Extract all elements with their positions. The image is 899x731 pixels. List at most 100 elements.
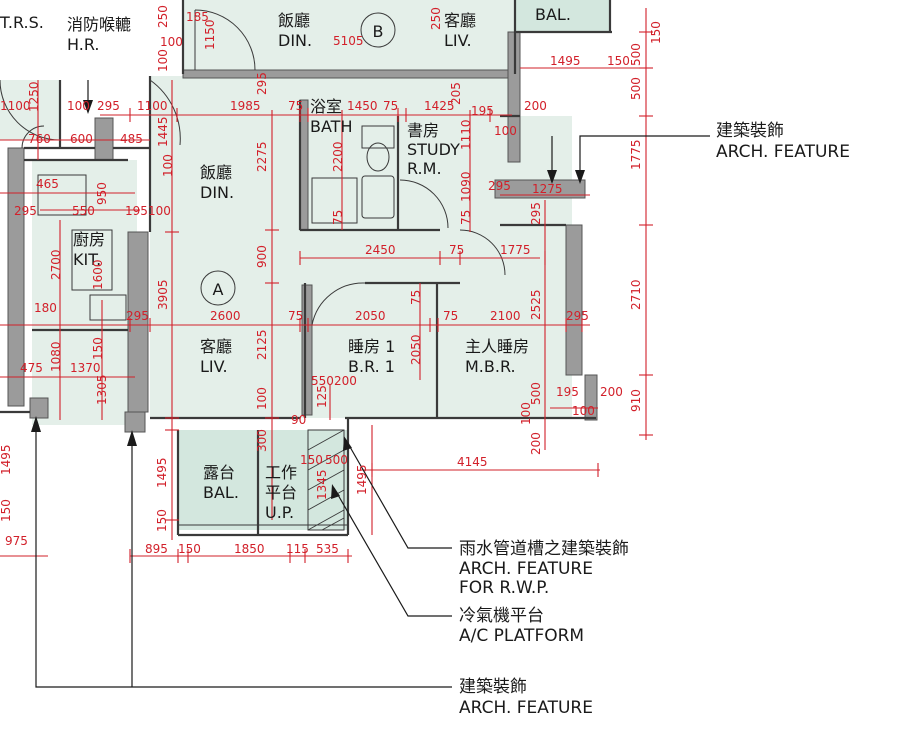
ac-en: A/C PLATFORM bbox=[459, 626, 584, 646]
dim-3905: 3905 bbox=[156, 279, 170, 310]
dim-100-d: 100 bbox=[67, 99, 90, 113]
ac-zh: 冷氣機平台 bbox=[459, 606, 544, 626]
fill-left-upper bbox=[0, 80, 60, 140]
dim-1100: 1100 bbox=[137, 99, 168, 113]
rwp-en-1: ARCH. FEATURE bbox=[459, 559, 593, 579]
dim-1495-l: 1495 bbox=[0, 444, 13, 475]
dim-2100: 2100 bbox=[490, 309, 521, 323]
dim-250: 250 bbox=[156, 5, 170, 28]
dim-295-d: 295 bbox=[529, 202, 543, 225]
dim-90: 90 bbox=[291, 413, 306, 427]
dim-295-a: 295 bbox=[97, 99, 120, 113]
fill-mbr-ext bbox=[437, 196, 572, 418]
arch-bottom-zh: 建築裝飾 bbox=[459, 677, 527, 697]
bath-zh: 浴室 bbox=[310, 97, 342, 116]
dim-100-c: 100 bbox=[494, 124, 517, 138]
up-zh-2: 平台 bbox=[265, 483, 297, 502]
top-din-en: DIN. bbox=[278, 31, 312, 50]
br1-zh: 睡房 1 bbox=[348, 337, 395, 356]
dim-2125: 2125 bbox=[255, 329, 269, 360]
dim-200-d: 200 bbox=[529, 432, 543, 455]
dim-1275: 1275 bbox=[532, 182, 563, 196]
room-labels: 飯廳 DIN. 客廳 LIV. BAL. 消防喉轆 H.R. T.R.S. 浴室… bbox=[0, 5, 571, 522]
dim-150-b: 150 bbox=[300, 453, 323, 467]
dim-75-a: 75 bbox=[288, 99, 303, 113]
marker-b-circle bbox=[360, 12, 396, 48]
rwp-zh: 雨水管道槽之建築裝飾 bbox=[459, 539, 629, 559]
dim-465: 465 bbox=[36, 177, 59, 191]
dim-100-b: 100 bbox=[156, 49, 170, 72]
dim-2600: 2600 bbox=[210, 309, 241, 323]
basin bbox=[361, 125, 395, 149]
marker-b: B bbox=[373, 22, 384, 41]
dim-1370: 1370 bbox=[70, 361, 101, 375]
dim-2275: 2275 bbox=[255, 141, 269, 172]
up-en: U.P. bbox=[265, 503, 294, 522]
dim-1100-l: 1100 bbox=[0, 99, 31, 113]
dim-2700: 2700 bbox=[49, 249, 63, 280]
dim-200-c: 200 bbox=[600, 385, 623, 399]
dim-535: 535 bbox=[316, 542, 339, 556]
dim-1775: 1775 bbox=[500, 243, 531, 257]
dim-150-d: 150 bbox=[0, 499, 13, 522]
dim-1305: 1305 bbox=[95, 374, 109, 405]
bath-tub bbox=[311, 177, 358, 224]
toilet-tank bbox=[361, 175, 395, 219]
stove bbox=[71, 229, 113, 291]
fridge bbox=[89, 294, 127, 321]
dim-300: 300 bbox=[255, 429, 269, 452]
dim-75-b: 75 bbox=[383, 99, 398, 113]
dim-500-c: 500 bbox=[325, 453, 348, 467]
dim-75-f: 75 bbox=[409, 290, 423, 305]
mbr-en: M.B.R. bbox=[465, 357, 516, 376]
dim-2050-a: 2050 bbox=[355, 309, 386, 323]
dim-1150: 1150 bbox=[203, 19, 217, 50]
dim-475: 475 bbox=[20, 361, 43, 375]
dim-75-e: 75 bbox=[449, 243, 464, 257]
arch-top-zh: 建築裝飾 bbox=[716, 121, 784, 141]
trs-en: T.R.S. bbox=[0, 13, 44, 32]
dim-1445: 1445 bbox=[156, 116, 170, 147]
sink bbox=[37, 174, 87, 216]
dim-295-c: 295 bbox=[488, 179, 511, 193]
dimension-ticks bbox=[129, 31, 653, 563]
dimension-labels-vertical: 1150 100 250 295 500 150 500 205 1110 12… bbox=[0, 5, 663, 532]
dim-1090: 1090 bbox=[459, 171, 473, 202]
dim-100-g: 100 bbox=[572, 404, 595, 418]
kit-zh: 廚房 bbox=[73, 230, 105, 249]
dim-1110: 1110 bbox=[459, 119, 473, 150]
dim-100-i: 100 bbox=[255, 387, 269, 410]
marker-a: A bbox=[213, 280, 224, 299]
dim-2050-b: 2050 bbox=[409, 334, 423, 365]
dim-195-b: 195 bbox=[125, 204, 148, 218]
dim-2710: 2710 bbox=[629, 279, 643, 310]
dim-195-c: 195 bbox=[556, 385, 579, 399]
dim-250-b: 250 bbox=[429, 7, 443, 30]
bath-en: BATH bbox=[310, 117, 352, 136]
dim-295-b: 295 bbox=[14, 204, 37, 218]
dim-295-top: 295 bbox=[255, 72, 269, 95]
liv-zh: 客廳 bbox=[200, 337, 232, 356]
dim-150-a: 150 bbox=[91, 337, 105, 360]
dim-185: 185 bbox=[186, 10, 209, 24]
walls bbox=[7, 31, 598, 433]
dim-500-r: 500 bbox=[629, 43, 643, 66]
din-zh: 飯廳 bbox=[200, 163, 232, 182]
dim-1495-top: 1495 bbox=[550, 54, 581, 68]
dim-150-top: 150 bbox=[607, 54, 630, 68]
liv-en: LIV. bbox=[200, 357, 228, 376]
dim-75-h: 75 bbox=[443, 309, 458, 323]
dim-975: 975 bbox=[5, 534, 28, 548]
top-liv-en: LIV. bbox=[444, 31, 472, 50]
arch-bottom-en: ARCH. FEATURE bbox=[459, 698, 593, 718]
dim-150-c: 150 bbox=[155, 509, 169, 532]
dim-100-f: 100 bbox=[148, 204, 171, 218]
dim-500-b: 500 bbox=[529, 382, 543, 405]
dim-125: 125 bbox=[315, 385, 329, 408]
hr-en: H.R. bbox=[67, 35, 99, 54]
dim-500-r2: 500 bbox=[629, 77, 643, 100]
dim-2525: 2525 bbox=[529, 289, 543, 320]
bal-zh: 露台 bbox=[203, 463, 235, 482]
kit-en: KIT. bbox=[73, 250, 101, 269]
dim-4145: 4145 bbox=[457, 455, 488, 469]
